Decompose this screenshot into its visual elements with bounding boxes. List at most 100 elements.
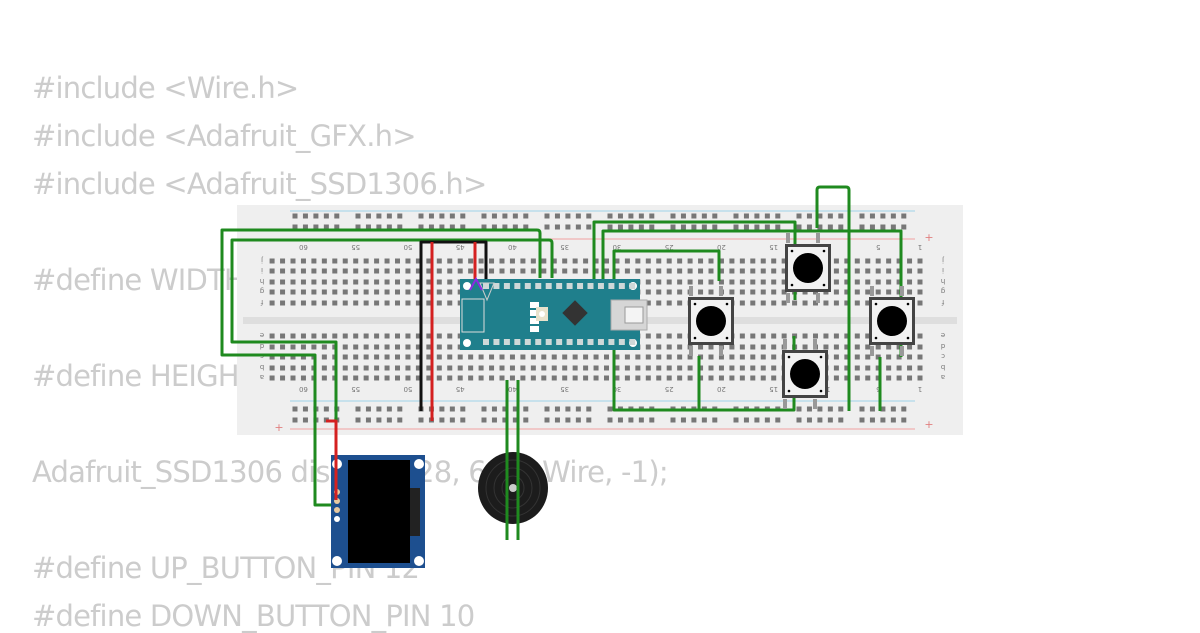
breadboard-hole[interactable] — [733, 213, 739, 219]
breadboard-hole[interactable] — [743, 213, 749, 219]
breadboard-hole[interactable] — [489, 258, 495, 264]
breadboard-hole[interactable] — [332, 300, 338, 306]
breadboard-hole[interactable] — [771, 258, 777, 264]
breadboard-hole[interactable] — [300, 279, 306, 285]
breadboard-hole[interactable] — [698, 279, 704, 285]
breadboard-hole[interactable] — [530, 268, 536, 274]
breadboard-hole[interactable] — [827, 224, 833, 230]
breadboard-hole[interactable] — [478, 365, 484, 371]
breadboard-hole[interactable] — [886, 279, 892, 285]
breadboard-hole[interactable] — [332, 258, 338, 264]
breadboard-hole[interactable] — [607, 224, 613, 230]
breadboard-hole[interactable] — [656, 268, 662, 274]
breadboard-hole[interactable] — [565, 224, 571, 230]
breadboard-hole[interactable] — [332, 279, 338, 285]
breadboard-hole[interactable] — [376, 406, 382, 412]
breadboard-hole[interactable] — [854, 333, 860, 339]
breadboard-hole[interactable] — [813, 333, 818, 339]
breadboard-hole[interactable] — [302, 224, 308, 230]
breadboard-hole[interactable] — [447, 375, 453, 381]
breadboard-hole[interactable] — [760, 365, 766, 371]
breadboard-hole[interactable] — [478, 375, 484, 381]
breadboard-hole[interactable] — [575, 213, 581, 219]
breadboard-hole[interactable] — [311, 333, 317, 339]
breadboard-hole[interactable] — [405, 300, 411, 306]
breadboard-hole[interactable] — [813, 300, 818, 306]
breadboard-hole[interactable] — [844, 258, 850, 264]
breadboard-hole[interactable] — [269, 258, 275, 264]
breadboard-hole[interactable] — [321, 375, 327, 381]
breadboard-hole[interactable] — [321, 344, 327, 350]
breadboard-hole[interactable] — [771, 333, 777, 339]
breadboard-hole[interactable] — [917, 300, 923, 306]
breadboard-hole[interactable] — [342, 354, 348, 360]
breadboard-hole[interactable] — [321, 268, 327, 274]
breadboard-hole[interactable] — [656, 300, 662, 306]
breadboard-hole[interactable] — [624, 354, 630, 360]
breadboard-hole[interactable] — [775, 417, 781, 423]
breadboard-hole[interactable] — [666, 268, 672, 274]
breadboard-hole[interactable] — [859, 224, 865, 230]
breadboard-hole[interactable] — [718, 268, 724, 274]
breadboard-hole[interactable] — [428, 213, 434, 219]
breadboard-hole[interactable] — [426, 268, 432, 274]
breadboard-hole[interactable] — [583, 258, 589, 264]
breadboard-hole[interactable] — [426, 289, 432, 295]
breadboard-hole[interactable] — [817, 417, 823, 423]
breadboard-hole[interactable] — [844, 354, 850, 360]
breadboard-hole[interactable] — [687, 268, 693, 274]
breadboard-hole[interactable] — [666, 354, 672, 360]
breadboard-hole[interactable] — [771, 268, 777, 274]
breadboard-hole[interactable] — [907, 289, 913, 295]
breadboard-hole[interactable] — [323, 224, 329, 230]
breadboard-hole[interactable] — [656, 289, 662, 295]
breadboard-hole[interactable] — [666, 375, 672, 381]
breadboard-hole[interactable] — [604, 365, 609, 371]
breadboard-hole[interactable] — [750, 268, 756, 274]
breadboard-hole[interactable] — [875, 365, 881, 371]
breadboard-hole[interactable] — [384, 268, 390, 274]
breadboard-hole[interactable] — [436, 279, 442, 285]
breadboard-hole[interactable] — [321, 365, 327, 371]
breadboard-hole[interactable] — [280, 365, 286, 371]
breadboard-hole[interactable] — [743, 417, 749, 423]
breadboard-hole[interactable] — [481, 224, 487, 230]
breadboard-hole[interactable] — [460, 417, 466, 423]
breadboard-hole[interactable] — [844, 333, 850, 339]
breadboard-hole[interactable] — [624, 258, 630, 264]
breadboard-hole[interactable] — [520, 268, 526, 274]
breadboard-hole[interactable] — [376, 213, 382, 219]
breadboard-hole[interactable] — [677, 300, 683, 306]
breadboard-hole[interactable] — [771, 354, 777, 360]
breadboard-hole[interactable] — [638, 213, 644, 219]
breadboard-hole[interactable] — [395, 289, 400, 295]
breadboard-hole[interactable] — [436, 289, 442, 295]
breadboard-hole[interactable] — [865, 300, 871, 306]
breadboard-hole[interactable] — [729, 375, 735, 381]
breadboard-hole[interactable] — [353, 375, 359, 381]
breadboard-hole[interactable] — [771, 289, 777, 295]
breadboard-hole[interactable] — [792, 300, 798, 306]
breadboard-hole[interactable] — [781, 300, 787, 306]
breadboard-hole[interactable] — [604, 375, 609, 381]
breadboard-hole[interactable] — [572, 354, 578, 360]
breadboard-hole[interactable] — [886, 258, 892, 264]
breadboard-hole[interactable] — [624, 365, 630, 371]
breadboard-hole[interactable] — [760, 344, 766, 350]
breadboard-hole[interactable] — [701, 417, 707, 423]
breadboard-hole[interactable] — [439, 417, 445, 423]
breadboard-hole[interactable] — [833, 279, 839, 285]
breadboard-hole[interactable] — [764, 224, 770, 230]
breadboard-hole[interactable] — [607, 213, 613, 219]
breadboard-hole[interactable] — [342, 289, 348, 295]
breadboard-hole[interactable] — [415, 375, 421, 381]
breadboard-hole[interactable] — [854, 289, 860, 295]
breadboard-hole[interactable] — [583, 354, 589, 360]
breadboard-hole[interactable] — [628, 224, 634, 230]
breadboard-hole[interactable] — [292, 406, 298, 412]
breadboard-hole[interactable] — [729, 258, 735, 264]
breadboard-hole[interactable] — [541, 354, 547, 360]
breadboard-hole[interactable] — [395, 344, 400, 350]
breadboard-hole[interactable] — [698, 354, 704, 360]
breadboard-hole[interactable] — [280, 300, 286, 306]
